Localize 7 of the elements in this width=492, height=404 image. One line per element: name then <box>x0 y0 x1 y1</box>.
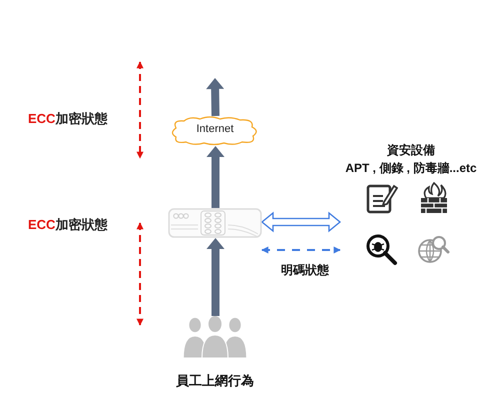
subheading: APT , 側錄 , 防毒牆...etc <box>344 160 478 177</box>
node-label: 員工上網行為 <box>175 372 255 390</box>
side-label: ECC加密狀態 <box>28 110 108 128</box>
side-label: ECC加密狀態 <box>28 216 108 234</box>
cloud-label: Internet <box>195 123 235 135</box>
heading: 資安設備 <box>386 142 436 159</box>
edge-label: 明碼狀態 <box>280 262 330 279</box>
